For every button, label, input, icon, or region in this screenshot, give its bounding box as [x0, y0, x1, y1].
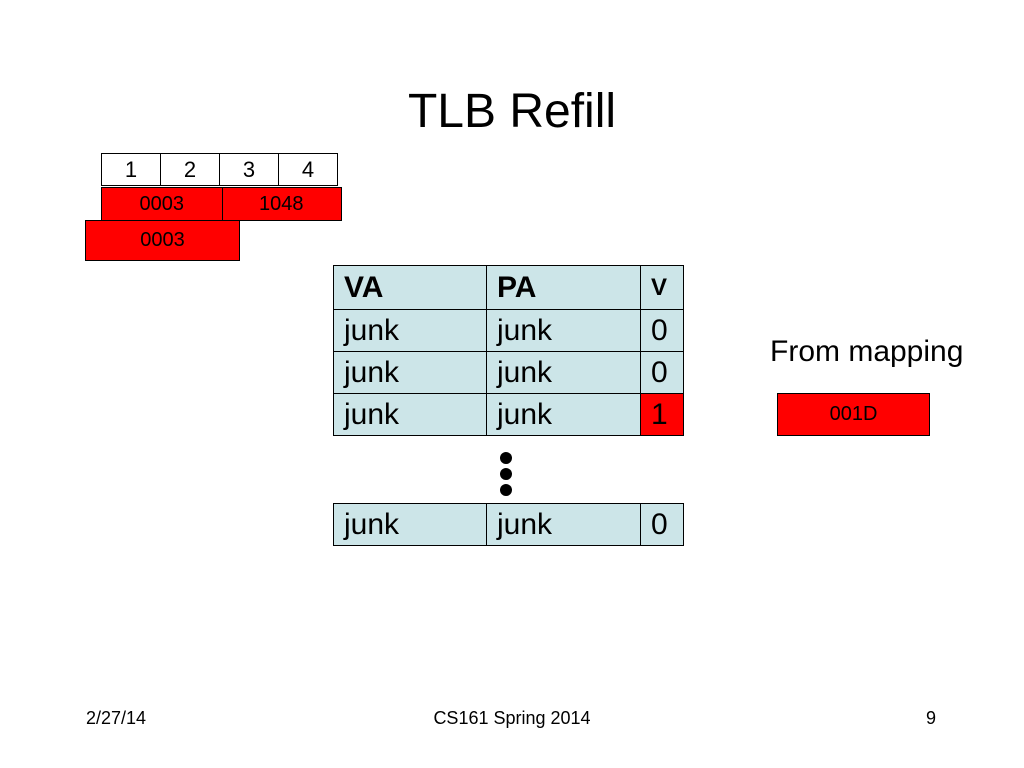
- header-pa: PA: [486, 265, 641, 310]
- table-row: junk junk 0: [333, 503, 684, 546]
- offset-field: 1048: [259, 192, 304, 215]
- vpn-field: 0003: [139, 192, 185, 215]
- header-valid: V: [640, 265, 684, 310]
- cell-va: junk: [333, 309, 487, 352]
- cell-va: junk: [333, 393, 487, 436]
- cell-valid: 0: [640, 309, 684, 352]
- footer-course: CS161 Spring 2014: [433, 708, 591, 728]
- cell-pa: junk: [486, 351, 641, 394]
- mapping-label: From mapping: [770, 335, 964, 368]
- cell-valid: 0: [640, 503, 684, 546]
- cell-valid-highlighted: 1: [640, 393, 684, 436]
- footer-page-number: 9: [925, 708, 936, 728]
- cell-pa: junk: [486, 503, 641, 546]
- cell-va: junk: [333, 503, 487, 546]
- byte-label: 3: [219, 153, 279, 186]
- table-row: junk junk 1: [333, 393, 684, 436]
- ellipsis-icon: [500, 452, 516, 500]
- table-header: VA PA V: [333, 265, 684, 310]
- address-byte-grid: 1 2 3 4: [101, 153, 338, 186]
- byte-label: 4: [278, 153, 338, 186]
- byte-label: 2: [160, 153, 220, 186]
- table-row: junk junk 0: [333, 309, 684, 352]
- cell-pa: junk: [486, 309, 641, 352]
- slide-title: TLB Refill: [407, 85, 617, 138]
- footer-date: 2/27/14: [86, 708, 147, 728]
- byte-label: 1: [101, 153, 161, 186]
- table-row: junk junk 0: [333, 351, 684, 394]
- cell-valid: 0: [640, 351, 684, 394]
- tlb-table: VA PA V junk junk 0 junk junk 0 junk jun…: [333, 265, 684, 546]
- cell-pa: junk: [486, 393, 641, 436]
- vpn-lookup-box: 0003: [85, 220, 240, 261]
- field-divider: [222, 188, 223, 220]
- virtual-address-box: 0003 1048: [101, 187, 342, 221]
- cell-va: junk: [333, 351, 487, 394]
- mapping-value-box: 001D: [777, 393, 930, 436]
- header-va: VA: [333, 265, 487, 310]
